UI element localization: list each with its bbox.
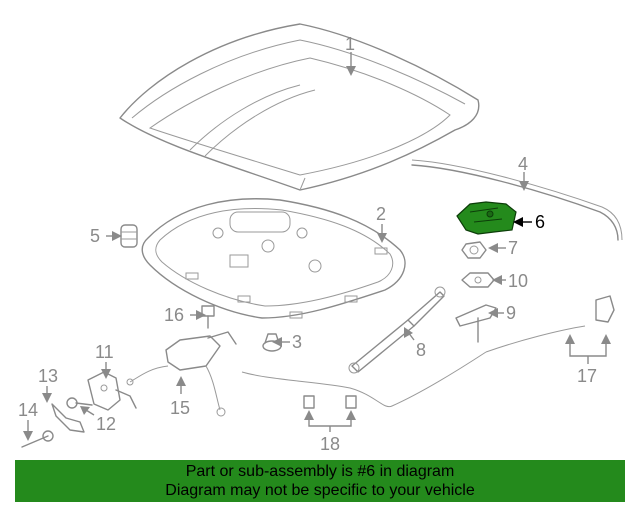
latch-nut[interactable] bbox=[461, 241, 487, 259]
leader-lines bbox=[23, 52, 611, 441]
callout-5: 5 bbox=[90, 226, 100, 246]
hinge-bracket[interactable] bbox=[51, 403, 85, 433]
callout-1: 1 bbox=[345, 34, 355, 54]
info-banner: Part or sub-assembly is #6 in diagram Di… bbox=[15, 460, 625, 502]
latch-assembly[interactable] bbox=[126, 331, 237, 417]
latch-bracket[interactable] bbox=[461, 272, 495, 288]
callout-2: 2 bbox=[376, 204, 386, 224]
banner-disclaimer: Diagram may not be specific to your vehi… bbox=[165, 482, 475, 499]
hood-hinge[interactable] bbox=[87, 371, 137, 411]
release-cable[interactable] bbox=[485, 295, 615, 353]
hood-support-strut[interactable] bbox=[348, 286, 446, 374]
callout-15: 15 bbox=[170, 398, 190, 418]
callout-4: 4 bbox=[518, 154, 528, 174]
callout-7: 7 bbox=[508, 238, 518, 258]
callout-14: 14 bbox=[18, 400, 38, 420]
callout-17: 17 bbox=[577, 366, 597, 386]
hood-insulator[interactable] bbox=[141, 198, 406, 319]
hinge-bolt[interactable] bbox=[66, 397, 93, 409]
release-handle[interactable] bbox=[455, 304, 497, 343]
callout-6: 6 bbox=[535, 212, 545, 232]
banner-part-note: Part or sub-assembly is #6 in diagram bbox=[185, 463, 455, 480]
weatherstrip-seal[interactable] bbox=[411, 159, 623, 241]
hood-latch-highlighted[interactable] bbox=[456, 201, 517, 235]
callout-13: 13 bbox=[38, 366, 58, 386]
callout-3: 3 bbox=[292, 332, 302, 352]
callout-10: 10 bbox=[508, 271, 528, 291]
hood-pin[interactable] bbox=[21, 430, 54, 448]
callout-12: 12 bbox=[96, 414, 116, 434]
callout-numbers: 1 2 3 4 5 6 7 8 9 10 11 12 13 14 15 16 1… bbox=[18, 34, 597, 454]
stop-bumper[interactable] bbox=[120, 224, 138, 248]
latch-bolt[interactable] bbox=[201, 305, 215, 329]
hood-panel[interactable] bbox=[119, 23, 480, 191]
callout-8: 8 bbox=[416, 340, 426, 360]
callout-18: 18 bbox=[320, 434, 340, 454]
callout-16: 16 bbox=[164, 305, 184, 325]
cable-clips[interactable] bbox=[241, 351, 487, 409]
callout-9: 9 bbox=[506, 303, 516, 323]
callout-11: 11 bbox=[95, 342, 114, 362]
